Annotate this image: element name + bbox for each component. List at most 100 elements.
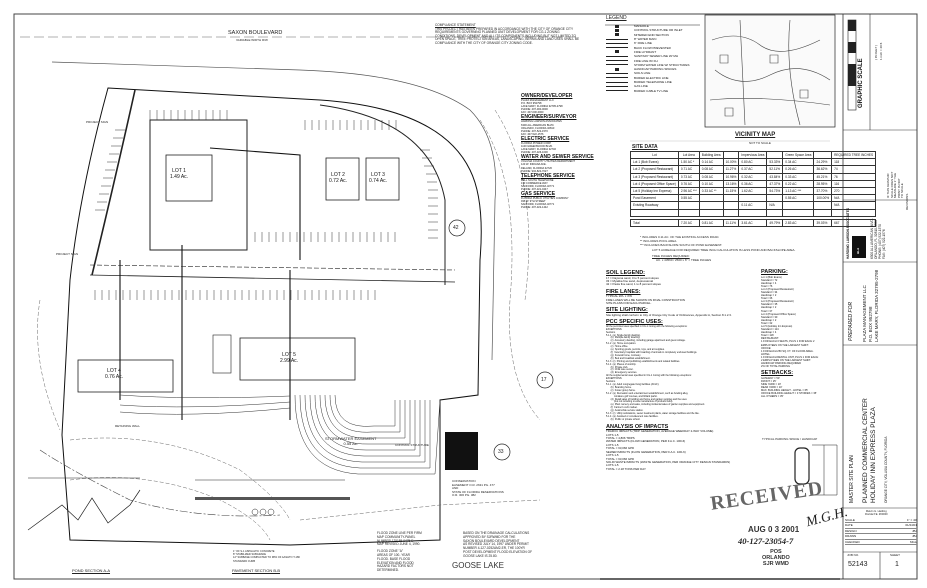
- field-label: DRAWN: [845, 534, 857, 539]
- soil-note-line: 42 = Paola fine sand, 1 to 8 percent slo…: [606, 282, 661, 287]
- contact-line: DELAND, FLORIDA 32720: [521, 166, 552, 170]
- impacts-note-line: SEWER IMPACTS (FLOW GENERATION, PER F.A.…: [606, 449, 686, 454]
- contact-line: 936 W. 9TH STREET: [521, 200, 546, 204]
- impacts-note-line: TOTAL = 63,066 GPD: [606, 456, 635, 461]
- site-data-cell: 36.62%: [813, 165, 833, 174]
- setbacks-note-line: ALL OTHERS = 35': [761, 395, 784, 399]
- field-value: 1" = 40': [906, 518, 917, 522]
- lot-2-building: [325, 157, 360, 201]
- legend-item: FIRE HYDRANT: [606, 50, 689, 54]
- pavement-section-title: PAVEMENT SECTION B-B: [232, 568, 281, 573]
- parking-note-line: 2% OF TOTAL PARKING: [761, 365, 790, 369]
- parking-note-line: Standard = 30: [761, 315, 778, 319]
- site-data-cell: 0.33 AC: [782, 172, 815, 181]
- site-data-header: [722, 150, 740, 160]
- legend-symbol: [606, 64, 628, 66]
- parking-note-line: Total = 32: [761, 321, 773, 325]
- impacts-note-line: WATER IMPACTS (FLOW GENERATION, PER F.A.…: [606, 439, 686, 444]
- legend-symbol: [615, 67, 619, 71]
- lot-1-building: [165, 154, 213, 202]
- contact-heading: ELECTRIC SERVICE: [521, 135, 570, 142]
- pcc-note-line: 5.1.1 (a) Adult congregate living facili…: [606, 382, 660, 386]
- soil-label-17: 17: [541, 377, 547, 383]
- pcc-note-line: miniature golf courses, and billiard par…: [606, 394, 658, 398]
- site-data-header: Building Area: [698, 150, 724, 160]
- retaining-wall-label: RETAINING WALL: [115, 424, 141, 428]
- site-data-cell: [698, 194, 724, 203]
- contact-line: P.O. BOX 952798: [521, 102, 542, 106]
- site-data-cell: [698, 201, 724, 210]
- parking-note-line: EMPLOYEES ON THE LARGEST SHIFT.: [761, 343, 809, 347]
- site-data-cell: [766, 194, 784, 203]
- site-data-cell: Lot 4 (Proposed Office Space): [630, 179, 679, 188]
- site-data-cell: 76: [831, 172, 877, 181]
- site-data-header: Lot: [630, 150, 679, 160]
- contact-line: FLORIDA PUBLIC UTILITIES COMPANY: [521, 197, 569, 201]
- impacts-note-line: LOTS 1-5: [606, 453, 619, 458]
- pcc-note-line: (b) Private club.: [606, 365, 629, 369]
- site-data-cell: 37.70%: [813, 186, 833, 196]
- contact-line: FLORIDA POWER CORP.: [521, 141, 552, 145]
- general-notes: SOIL LEGEND:17 = Daytona sand, 0 to 5 pe…: [606, 268, 756, 471]
- site-data-cell: 0.81 AC: [698, 218, 724, 227]
- site-data-cell: [677, 201, 700, 210]
- lot-3-building: [365, 157, 400, 201]
- pcc-note-line: (f) Farmer's curb market.: [606, 406, 638, 410]
- setbacks-note-line: REAR YARD = 10': [761, 386, 783, 390]
- parking-note-line: OFFICE:: [761, 346, 772, 350]
- field-value: JBJ: [911, 528, 917, 533]
- site-data-cell: 10.96%: [722, 172, 740, 181]
- site-data-cell: [722, 208, 740, 217]
- legend-label: HANDICAP PARKING SPACES: [634, 67, 677, 72]
- legend-item: 6" FIRE LINE: [606, 41, 689, 45]
- fire-note-line: FIRE LANES WILL BE SHOWN ON FINAL CONSTR…: [606, 297, 685, 302]
- setbacks-note-line: MAX. BUILDING HEIGHT - HOTEL = 65': [761, 389, 808, 393]
- parking-note-line: 2 EMPLOYEES ON THE LARGEST SHIFT.: [761, 359, 812, 363]
- site-data-cell: Existing Roadway: [630, 201, 679, 210]
- pavement-section-layers: [195, 497, 350, 500]
- legend-symbol: [606, 60, 628, 62]
- contact-line: PHONE: 407-000-0000: [521, 108, 548, 112]
- firm-name: HARDING LAWSON ASSOCIATES: [846, 208, 850, 259]
- contact-heading: WATER AND SEWER SERVICE: [521, 154, 594, 161]
- site-data-cell: Lot 3 (Proposed Restaurant): [630, 172, 679, 181]
- site-data-cell: 118: [831, 158, 877, 167]
- pcc-note-line: (b) Boarding home.: [606, 385, 632, 389]
- site-data-header: Impervious Area: [738, 150, 768, 160]
- legend-label: STORM WATER LINE W/ STRUCTURES: [634, 62, 690, 67]
- legend-item: BURIED CABLE TV LINE: [606, 88, 689, 93]
- existing-contours: [37, 109, 541, 541]
- impacts-note-line: SOLID WASTE IMPACTS (WASTE GENERATION, P…: [606, 459, 731, 464]
- contact-line: PHONE: 904-822-7027: [521, 169, 548, 173]
- legend-label: FIRE LINE W/ FH: [634, 58, 658, 63]
- field-label: DESIGN: [845, 528, 857, 533]
- contact-heading: GAS SERVICE: [521, 191, 556, 198]
- pcc-note-line: Sections: [606, 380, 616, 384]
- legend-item: FIRE LINE W/ FH: [606, 58, 689, 63]
- legend-item: MANHOLE: [606, 24, 689, 28]
- contact-line: 1100 GREENWOOD BLVD.: [521, 145, 553, 149]
- parking-note-line: Standard = 34: [761, 290, 778, 294]
- site-data-header: [766, 150, 784, 160]
- site-data-cell: 0.26 AC: [782, 165, 815, 174]
- site-data-notes: * INCLUDES 0.11 AC. OF THE EXISTING ACCE…: [640, 235, 796, 262]
- graphic-scale-units: ( IN FEET ): [874, 44, 878, 60]
- site-data-cell: Lot 2 (Proposed Restaurant): [630, 165, 679, 174]
- site-data-cell: 0.37 AC: [738, 165, 768, 174]
- vicinity-map-title: VICINITY MAP: [735, 132, 776, 138]
- site-data-cell: 0.10 AC: [698, 179, 724, 188]
- site-data-cell: 116: [831, 179, 877, 188]
- site-data-cell: 0.71 AC: [677, 165, 700, 174]
- site-data-title: SITE DATA: [632, 144, 658, 150]
- job-number: 52143: [848, 561, 868, 568]
- site-data-cell: 0.80 AC: [738, 158, 768, 167]
- site-data-cell: 74: [831, 165, 877, 174]
- impacts-note-line: LOTS 1-5: [606, 442, 619, 447]
